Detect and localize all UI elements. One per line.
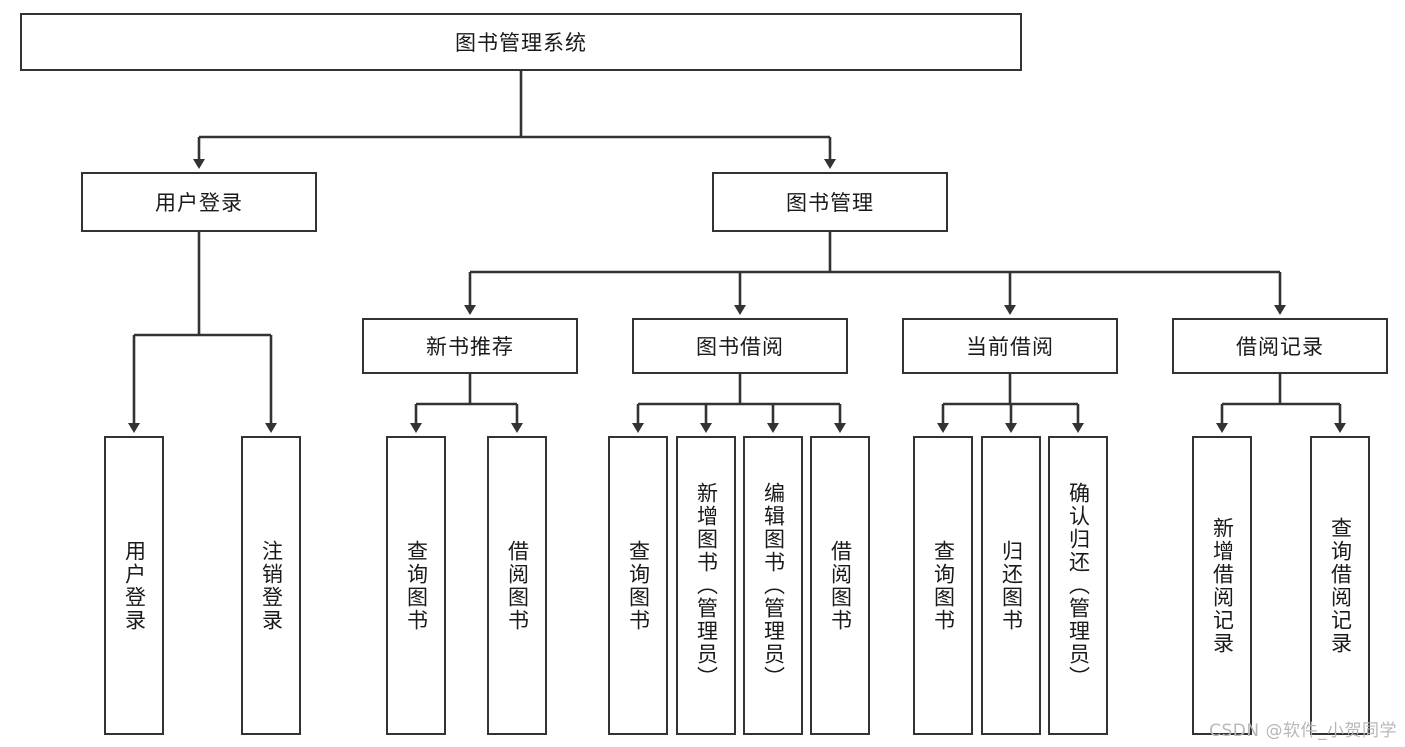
node-leaf-confirm-return[interactable]: 确认归还（管理员） [1048, 436, 1108, 735]
node-book-borrow-label: 图书借阅 [696, 335, 784, 359]
node-root[interactable]: 图书管理系统 [20, 13, 1022, 71]
node-leaf-logout[interactable]: 注销登录 [241, 436, 301, 735]
node-leaf-query-book-2[interactable]: 查询图书 [608, 436, 668, 735]
node-user-login-label: 用户登录 [155, 191, 243, 215]
node-leaf-add-book[interactable]: 新增图书（管理员） [676, 436, 736, 735]
watermark: CSDN @软件_小贺同学 [1209, 721, 1397, 741]
node-leaf-query-book-3-label: 查询图书 [931, 539, 956, 632]
node-leaf-query-record[interactable]: 查询借阅记录 [1310, 436, 1370, 735]
node-book-manage-label: 图书管理 [786, 191, 874, 215]
node-leaf-edit-book[interactable]: 编辑图书（管理员） [743, 436, 803, 735]
node-leaf-add-book-label: 新增图书（管理员） [694, 482, 719, 689]
node-leaf-confirm-return-label: 确认归还（管理员） [1066, 482, 1091, 689]
node-root-label: 图书管理系统 [455, 31, 587, 55]
node-leaf-user-login[interactable]: 用户登录 [104, 436, 164, 735]
node-leaf-return-book[interactable]: 归还图书 [981, 436, 1041, 735]
node-new-book-recommend-label: 新书推荐 [426, 335, 514, 359]
node-book-manage[interactable]: 图书管理 [712, 172, 948, 232]
node-leaf-add-record[interactable]: 新增借阅记录 [1192, 436, 1252, 735]
node-book-borrow[interactable]: 图书借阅 [632, 318, 848, 374]
node-leaf-borrow-book-2[interactable]: 借阅图书 [810, 436, 870, 735]
node-borrow-records-label: 借阅记录 [1236, 335, 1324, 359]
node-leaf-borrow-book-1[interactable]: 借阅图书 [487, 436, 547, 735]
node-leaf-user-login-label: 用户登录 [122, 539, 147, 632]
node-current-borrow[interactable]: 当前借阅 [902, 318, 1118, 374]
node-leaf-borrow-book-2-label: 借阅图书 [828, 539, 853, 632]
node-user-login[interactable]: 用户登录 [81, 172, 317, 232]
node-leaf-edit-book-label: 编辑图书（管理员） [761, 482, 786, 689]
node-leaf-logout-label: 注销登录 [259, 539, 284, 632]
node-leaf-query-book-1[interactable]: 查询图书 [386, 436, 446, 735]
node-leaf-add-record-label: 新增借阅记录 [1210, 516, 1235, 655]
node-current-borrow-label: 当前借阅 [966, 335, 1054, 359]
node-leaf-borrow-book-1-label: 借阅图书 [505, 539, 530, 632]
node-leaf-return-book-label: 归还图书 [999, 539, 1024, 632]
node-leaf-query-book-1-label: 查询图书 [404, 539, 429, 632]
node-borrow-records[interactable]: 借阅记录 [1172, 318, 1388, 374]
node-leaf-query-book-3[interactable]: 查询图书 [913, 436, 973, 735]
node-new-book-recommend[interactable]: 新书推荐 [362, 318, 578, 374]
node-leaf-query-record-label: 查询借阅记录 [1328, 516, 1353, 655]
node-leaf-query-book-2-label: 查询图书 [626, 539, 651, 632]
